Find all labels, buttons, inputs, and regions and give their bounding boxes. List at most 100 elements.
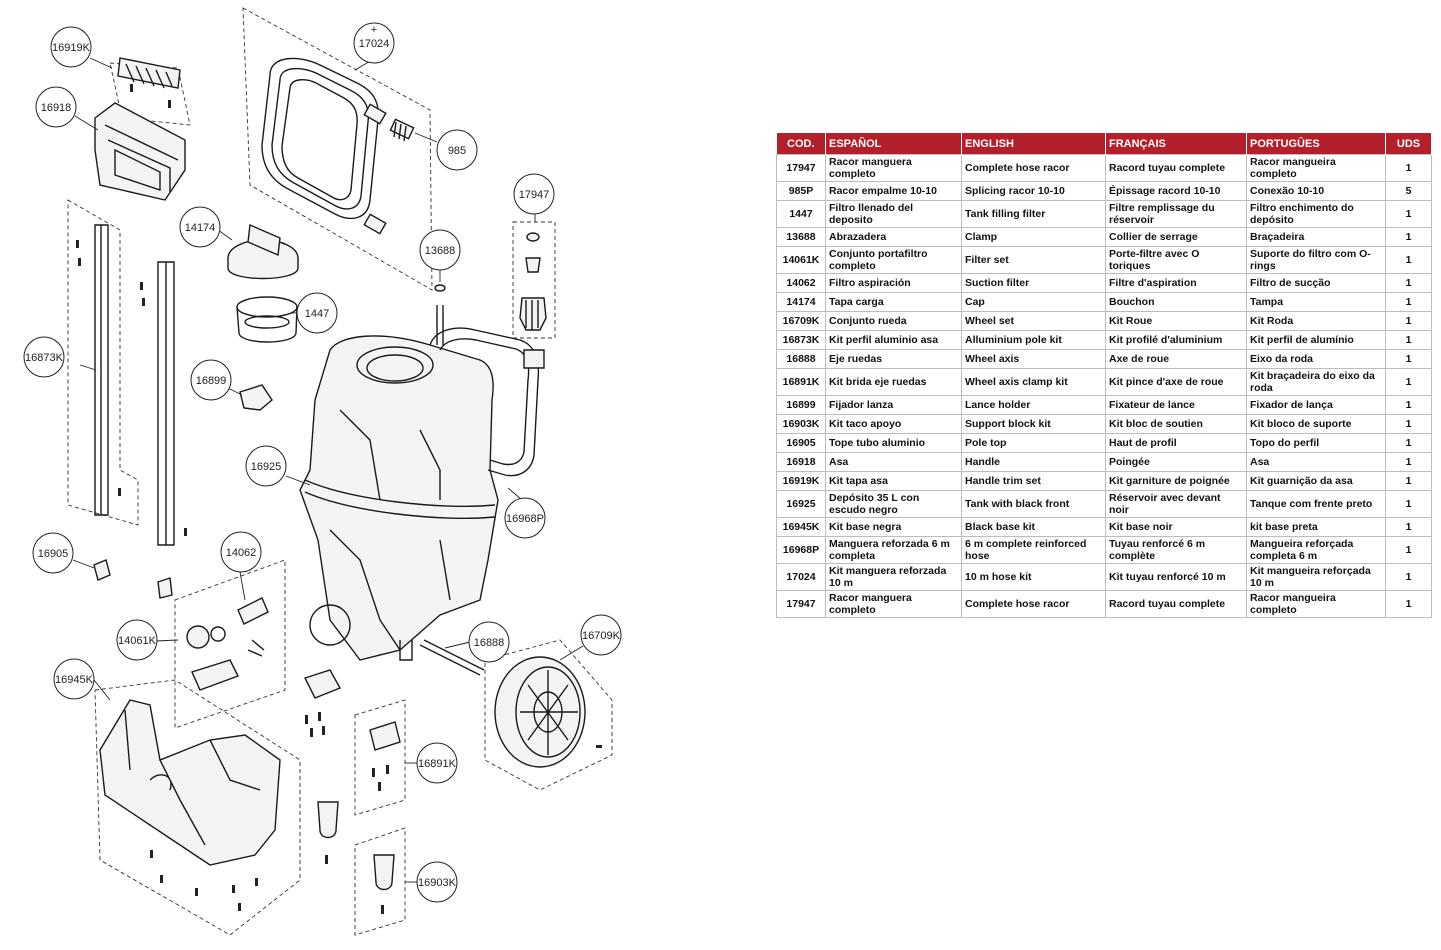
cell-english: Handle: [961, 452, 1106, 472]
callout-16873K: 16873K: [23, 336, 65, 378]
cell-spanish: Fijador lanza: [825, 395, 962, 415]
support-block-part: [317, 801, 395, 914]
cell-units: 1: [1385, 246, 1432, 274]
header-code: COD.: [776, 133, 826, 155]
cell-code: 16891K: [776, 368, 826, 396]
cell-portuguese: Suporte do filtro com O-rings: [1246, 246, 1386, 274]
cell-english: Suction filter: [961, 273, 1106, 293]
cell-portuguese: Braçadeira: [1246, 227, 1386, 247]
callout-16968P: 16968P: [504, 497, 546, 539]
cell-french: Kit bloc de soutien: [1105, 414, 1247, 434]
cell-spanish: Kit manguera reforzada 10 m: [825, 563, 962, 591]
clamp-part: [434, 284, 446, 345]
group-box-17024: [242, 7, 433, 291]
wheel-axis-part: [419, 639, 485, 676]
cell-code: 14174: [776, 292, 826, 312]
cell-english: Clamp: [961, 227, 1106, 247]
cell-english: Pole top: [961, 433, 1106, 453]
cell-spanish: Abrazadera: [825, 227, 962, 247]
cell-french: Collier de serrage: [1105, 227, 1247, 247]
tank-part: [299, 335, 499, 661]
cell-english: Tank with black front: [961, 490, 1106, 518]
cell-spanish: Kit brida eje ruedas: [825, 368, 962, 396]
callout-17947: 17947: [513, 173, 555, 215]
cell-portuguese: Topo do perfil: [1246, 433, 1386, 453]
cell-portuguese: Tanque com frente preto: [1246, 490, 1386, 518]
cell-code: 1447: [776, 200, 826, 228]
cell-spanish: Kit tapa asa: [825, 471, 962, 491]
cell-spanish: Manguera reforzada 6 m completa: [825, 536, 962, 564]
cell-portuguese: Filtro de sucção: [1246, 273, 1386, 293]
group-box-16903K: [354, 827, 406, 936]
group-box-16873K: [67, 199, 139, 526]
cell-spanish: Tope tubo aluminio: [825, 433, 962, 453]
cell-units: 1: [1385, 227, 1432, 247]
cell-portuguese: Kit mangueira reforçada 10 m: [1246, 563, 1386, 591]
cell-french: Réservoir avec devant noir: [1105, 490, 1247, 518]
handle-trim-part: [117, 57, 181, 108]
cell-spanish: Filtro llenado del deposito: [825, 200, 962, 228]
cell-english: Wheel axis: [961, 349, 1106, 369]
cell-french: Porte-filtre avec O toriques: [1105, 246, 1247, 274]
cell-code: 985P: [776, 181, 826, 201]
svg-text:16968P: 16968P: [506, 513, 544, 525]
cell-english: Handle trim set: [961, 471, 1106, 491]
callout-16903K: 16903K: [416, 861, 458, 903]
header-english: ENGLISH: [961, 133, 1106, 155]
svg-text:16945K: 16945K: [55, 674, 94, 686]
exploded-parts-diagram: 16919K 16918 17024+ 985 17947 14174 1368…: [23, 7, 622, 936]
cell-french: Filtre remplissage du réservoir: [1105, 200, 1247, 228]
cell-code: 16905: [776, 433, 826, 453]
cell-portuguese: Eixo da roda: [1246, 349, 1386, 369]
group-box-16891K: [354, 699, 406, 816]
cell-portuguese: Conexão 10-10: [1246, 181, 1386, 201]
cell-spanish: Kit taco apoyo: [825, 414, 962, 434]
cell-code: 16919K: [776, 471, 826, 491]
cell-portuguese: Kit perfil de alumínio: [1246, 330, 1386, 350]
cell-units: 1: [1385, 563, 1432, 591]
group-box-16709K: [484, 639, 613, 791]
parts-table-header: COD. ESPAÑOL ENGLISH FRANÇAIS PORTUGÛES …: [776, 133, 1432, 155]
callout-16899: 16899: [190, 359, 232, 401]
aluminium-pole-part: [76, 224, 187, 546]
header-spanish: ESPAÑOL: [825, 133, 962, 155]
svg-text:16919K: 16919K: [52, 42, 91, 54]
cell-english: Support block kit: [961, 414, 1106, 434]
callout-16918: 16918: [35, 86, 77, 128]
cell-french: Filtre d'aspiration: [1105, 273, 1247, 293]
cell-units: 1: [1385, 311, 1432, 331]
cell-code: 16873K: [776, 330, 826, 350]
svg-text:14174: 14174: [185, 222, 216, 234]
callout-16945K: 16945K: [53, 658, 95, 700]
leader-lines: [72, 57, 584, 883]
cell-portuguese: Fixador de lança: [1246, 395, 1386, 415]
cell-units: 1: [1385, 200, 1432, 228]
cell-french: Haut de profil: [1105, 433, 1247, 453]
cell-units: 1: [1385, 490, 1432, 518]
cell-portuguese: Filtro enchimento do depósito: [1246, 200, 1386, 228]
cell-portuguese: Racor mangueira completo: [1246, 154, 1386, 182]
cell-french: Kit profilé d'aluminium: [1105, 330, 1247, 350]
cell-english: Complete hose racor: [961, 154, 1106, 182]
cell-portuguese: kit base preta: [1246, 517, 1386, 537]
cell-english: 6 m complete reinforced hose: [961, 536, 1106, 564]
cell-units: 1: [1385, 536, 1432, 564]
cell-english: Black base kit: [961, 517, 1106, 537]
callout-17024: 17024+: [353, 22, 395, 64]
cell-code: 13688: [776, 227, 826, 247]
header-portuguese: PORTUGÛES: [1246, 133, 1386, 155]
cell-units: 1: [1385, 330, 1432, 350]
callout-16891K: 16891K: [416, 742, 458, 784]
header-french: FRANÇAIS: [1105, 133, 1247, 155]
cell-code: 16925: [776, 490, 826, 518]
cell-spanish: Racor manguera completo: [825, 154, 962, 182]
